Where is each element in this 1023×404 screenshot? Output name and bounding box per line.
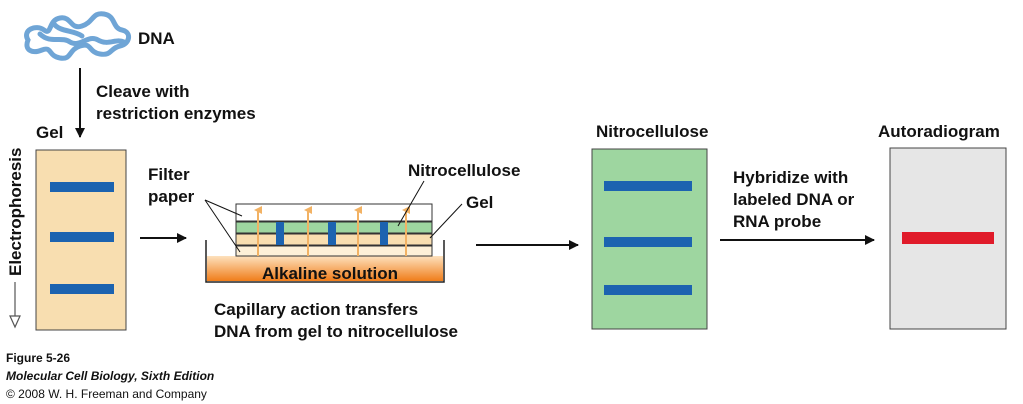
gel-title: Gel — [36, 123, 64, 142]
gel-band — [50, 284, 114, 294]
dna-strand-icon — [24, 11, 131, 61]
capillary-label-line2: DNA from gel to nitrocellulose — [214, 322, 459, 341]
book-title: Molecular Cell Biology, Sixth Edition — [6, 369, 215, 383]
filter-paper-label-line1: Filter — [148, 165, 190, 184]
alkaline-solution — [207, 256, 443, 281]
nitrocellulose-band — [604, 285, 692, 295]
gel-band — [50, 232, 114, 242]
figure-number: Figure 5-26 — [6, 351, 71, 365]
copyright-notice: © 2008 W. H. Freeman and Company — [6, 387, 207, 401]
autoradiogram-band — [902, 232, 994, 244]
gel-band — [50, 182, 114, 192]
hybridize-label-line1: Hybridize with — [733, 168, 849, 187]
stack-gel-label: Gel — [466, 193, 494, 212]
capillary-arrows — [254, 206, 410, 256]
nitrocellulose-band — [604, 181, 692, 191]
stack-filter-paper — [235, 203, 433, 222]
electrophoresis-label: Electrophoresis — [6, 148, 25, 277]
autoradiogram-title: Autoradiogram — [878, 122, 1000, 141]
hybridize-label-line3: RNA probe — [733, 212, 822, 231]
electrophoresis-direction-icon — [9, 282, 21, 329]
cleave-label-line2: restriction enzymes — [96, 104, 256, 123]
nitrocellulose-band — [604, 237, 692, 247]
cleave-label-line1: Cleave with — [96, 82, 190, 101]
capillary-label-line1: Capillary action transfers — [214, 300, 419, 319]
stack-nitrocellulose-label: Nitrocellulose — [408, 161, 521, 180]
dna-label: DNA — [138, 29, 175, 48]
alkaline-solution-label: Alkaline solution — [262, 264, 399, 283]
transfer-apparatus — [204, 180, 463, 283]
hybridize-label-line2: labeled DNA or — [733, 190, 855, 209]
nitrocellulose-title: Nitrocellulose — [596, 122, 709, 141]
filter-paper-label-line2: paper — [148, 187, 195, 206]
